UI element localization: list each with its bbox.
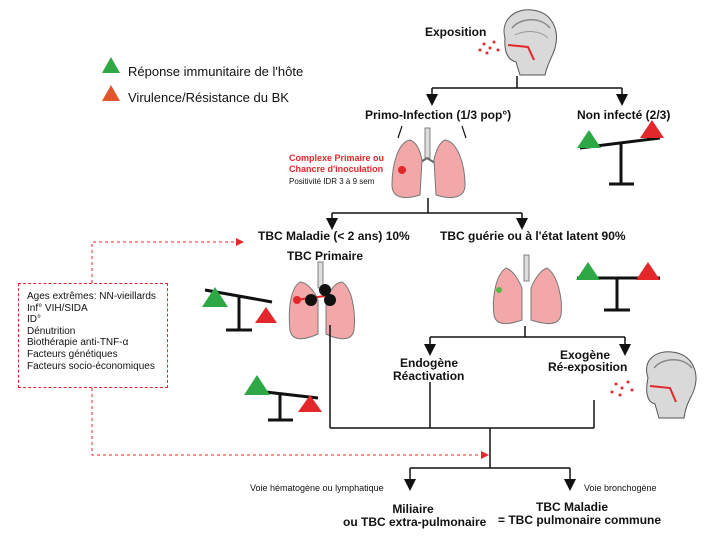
voie-bronchogene-label: Voie bronchogène: [584, 483, 657, 493]
reactivation-label: Réactivation: [393, 369, 465, 383]
risk-factor-item: Dénutrition: [27, 325, 76, 337]
legend-virulence-label: Virulence/Résistance du BK: [128, 90, 289, 105]
risk-factor-item: Facteurs génétiques: [27, 348, 118, 360]
complexe-line2: Chancre d'inoculation: [289, 164, 384, 174]
balance-left-top: [202, 287, 277, 332]
tbc-maladie2-label: TBC Maladie: [536, 500, 609, 514]
voie-hematogene-label: Voie hématogène ou lymphatique: [250, 483, 384, 493]
balance-left-bottom: [244, 375, 322, 422]
primo-lungs-icon: [391, 127, 466, 198]
risk-factor-item: Inf° VIH/SIDA: [27, 302, 88, 314]
latent-lungs-icon: [492, 254, 562, 325]
exposition-head-icon: [478, 9, 557, 76]
risk-factor-item: Biothérapie anti-TNF-α: [27, 337, 129, 349]
tbc-primaire-label: TBC Primaire: [287, 249, 364, 263]
complexe-line1: Complexe Primaire ou: [289, 153, 385, 163]
exogene-label: Exogène: [560, 348, 611, 362]
risk-factor-item: ID°: [27, 314, 41, 326]
tbc-pulmonaire-label: = TBC pulmonaire commune: [498, 513, 662, 527]
miliaire-label: Miliaire: [392, 502, 434, 516]
balance-latent: [576, 262, 660, 312]
legend-virulence-triangle: [102, 85, 120, 101]
risk-factor-item: Ages extrêmes: NN-vieillards: [27, 291, 156, 302]
non-infecte-label: Non infecté (2/3): [577, 108, 671, 122]
risk-factor-item: Facteurs socio-économiques: [27, 360, 155, 372]
reexposition-head-icon: [610, 351, 697, 419]
legend-host-triangle: [102, 57, 120, 73]
balance-non-infecte: [577, 120, 664, 186]
legend-host-label: Réponse immunitaire de l'hôte: [128, 64, 304, 79]
primo-infection-label: Primo-Infection (1/3 pop°): [365, 108, 512, 122]
reexposition-label: Ré-exposition: [548, 360, 628, 374]
tbc-primaire-lungs-icon: [288, 261, 355, 340]
exposition-label: Exposition: [425, 25, 487, 39]
risk-factors-box: Ages extrêmes: NN-vieillards Inf° VIH/SI…: [18, 283, 168, 388]
tbc-maladie-label: TBC Maladie (< 2 ans) 10%: [258, 229, 410, 243]
tbc-guerie-label: TBC guérie ou à l'état latent 90%: [440, 229, 626, 243]
positivite-label: Positivité IDR 3 à 9 sem: [289, 177, 375, 186]
tbc-extra-label: ou TBC extra-pulmonaire: [343, 515, 487, 529]
endogene-label: Endogène: [400, 356, 459, 370]
